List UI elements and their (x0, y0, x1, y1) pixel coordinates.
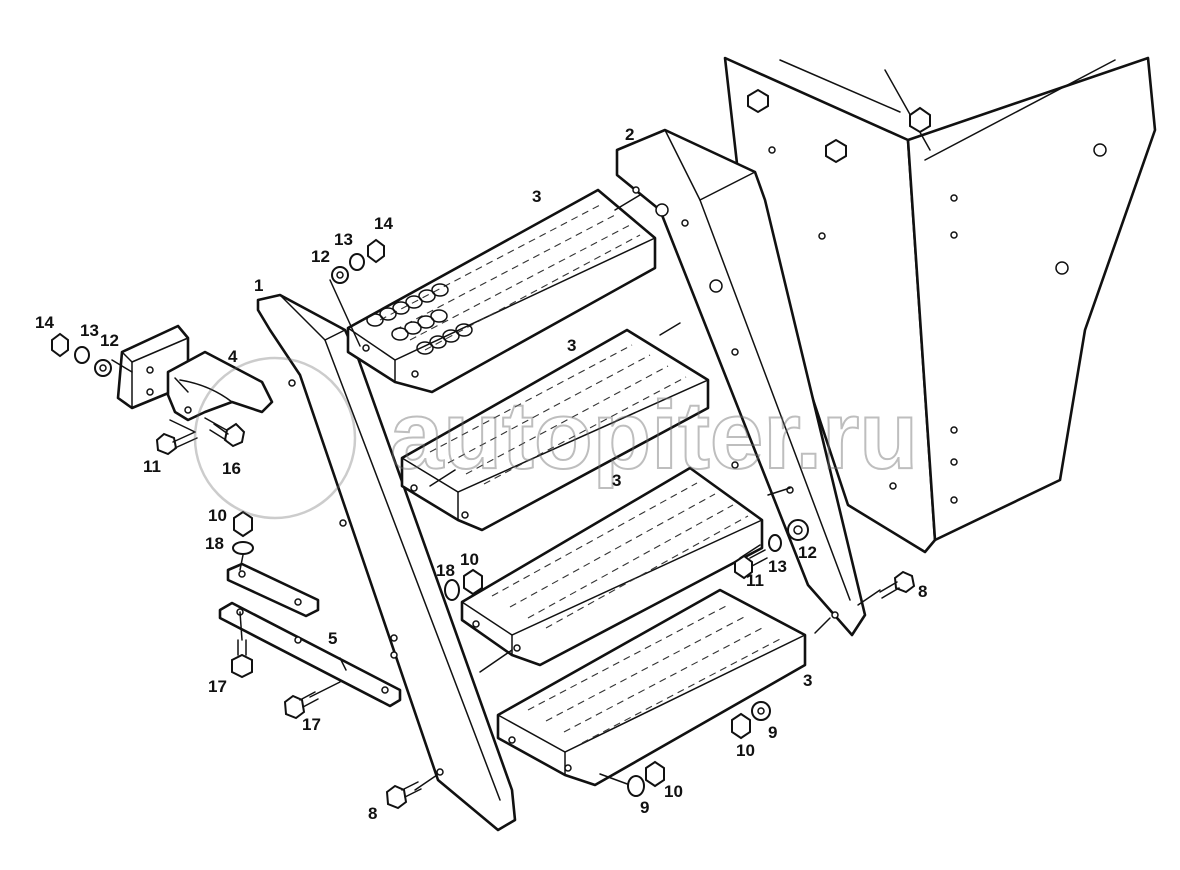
callout-13-top: 13 (334, 230, 353, 249)
washer-18-left (232, 541, 254, 555)
callout-13-left: 13 (80, 321, 99, 340)
lock-washer-13-left (74, 346, 90, 364)
callout-4: 4 (228, 347, 238, 366)
callout-12-left: 12 (100, 331, 119, 350)
cab-corner-panel (723, 56, 1157, 554)
callout-9-right: 9 (768, 723, 777, 742)
bolt-16 (209, 422, 246, 448)
callout-3-step3: 3 (612, 471, 621, 490)
bolt-11-right (734, 549, 768, 580)
callout-18-left: 18 (205, 534, 224, 553)
watermark: autopiter.ru (193, 356, 919, 520)
lock-washer-13-right (768, 534, 782, 552)
callout-11-left: 11 (143, 457, 161, 476)
callout-18-mid: 18 (436, 561, 455, 580)
callout-9-bottom: 9 (640, 798, 649, 817)
bolt-17-vertical (231, 639, 253, 679)
callout-2: 2 (625, 125, 634, 144)
nut-10-mid (463, 568, 483, 596)
callout-10-left: 10 (208, 506, 227, 525)
callout-10-bottom: 10 (664, 782, 683, 801)
nut-10-right (731, 712, 751, 740)
callout-10-right: 10 (736, 741, 755, 760)
callout-12-top: 12 (311, 247, 330, 266)
step-3 (460, 466, 764, 667)
callout-1: 1 (254, 276, 263, 295)
callout-10-mid: 10 (460, 550, 479, 569)
fasteners (51, 238, 916, 810)
assembly-lines (111, 194, 881, 791)
callout-12-right: 12 (798, 543, 817, 562)
support-strap-lower (218, 601, 402, 708)
callout-16: 16 (222, 459, 241, 478)
callout-17-vertical: 17 (208, 677, 227, 696)
step-4 (496, 588, 807, 787)
callout-8-right: 8 (918, 582, 927, 601)
callout-3-step4: 3 (803, 671, 812, 690)
right-side-rail (615, 128, 867, 637)
callout-3-step1: 3 (532, 187, 541, 206)
bolt-17-angled (283, 691, 319, 720)
callout-13-right: 13 (768, 557, 787, 576)
callout-11-right: 11 (746, 571, 764, 590)
callout-14-top: 14 (374, 214, 393, 233)
step-2 (400, 328, 710, 532)
bolt-8-bottom (385, 781, 422, 810)
step-1 (346, 188, 657, 394)
bolt-11-left (155, 431, 198, 456)
nut-14-top (367, 238, 385, 264)
nut-14-left (51, 332, 69, 358)
nut-10-left (233, 510, 253, 538)
bolt-8-right (879, 570, 916, 599)
callout-14-left: 14 (35, 313, 54, 332)
callout-17-angled: 17 (302, 715, 321, 734)
left-side-rail (256, 293, 517, 832)
watermark-logo-ring (193, 356, 357, 520)
step-1-tread-pattern (366, 283, 473, 355)
lock-washer-13-top (349, 253, 365, 271)
callout-5: 5 (328, 629, 337, 648)
nut-10-bottom (645, 760, 665, 788)
washer-18-mid (444, 579, 460, 601)
callout-8-bottom: 8 (368, 804, 377, 823)
washer-9-bottom (627, 775, 645, 797)
bracket (166, 350, 274, 422)
callout-3-step2: 3 (567, 336, 576, 355)
callout-labels: 1 2 3 3 3 3 4 5 8 8 9 9 10 10 10 10 11 1… (35, 125, 927, 823)
watermark-text: autopiter.ru (390, 382, 918, 489)
support-strap-upper (226, 562, 320, 618)
